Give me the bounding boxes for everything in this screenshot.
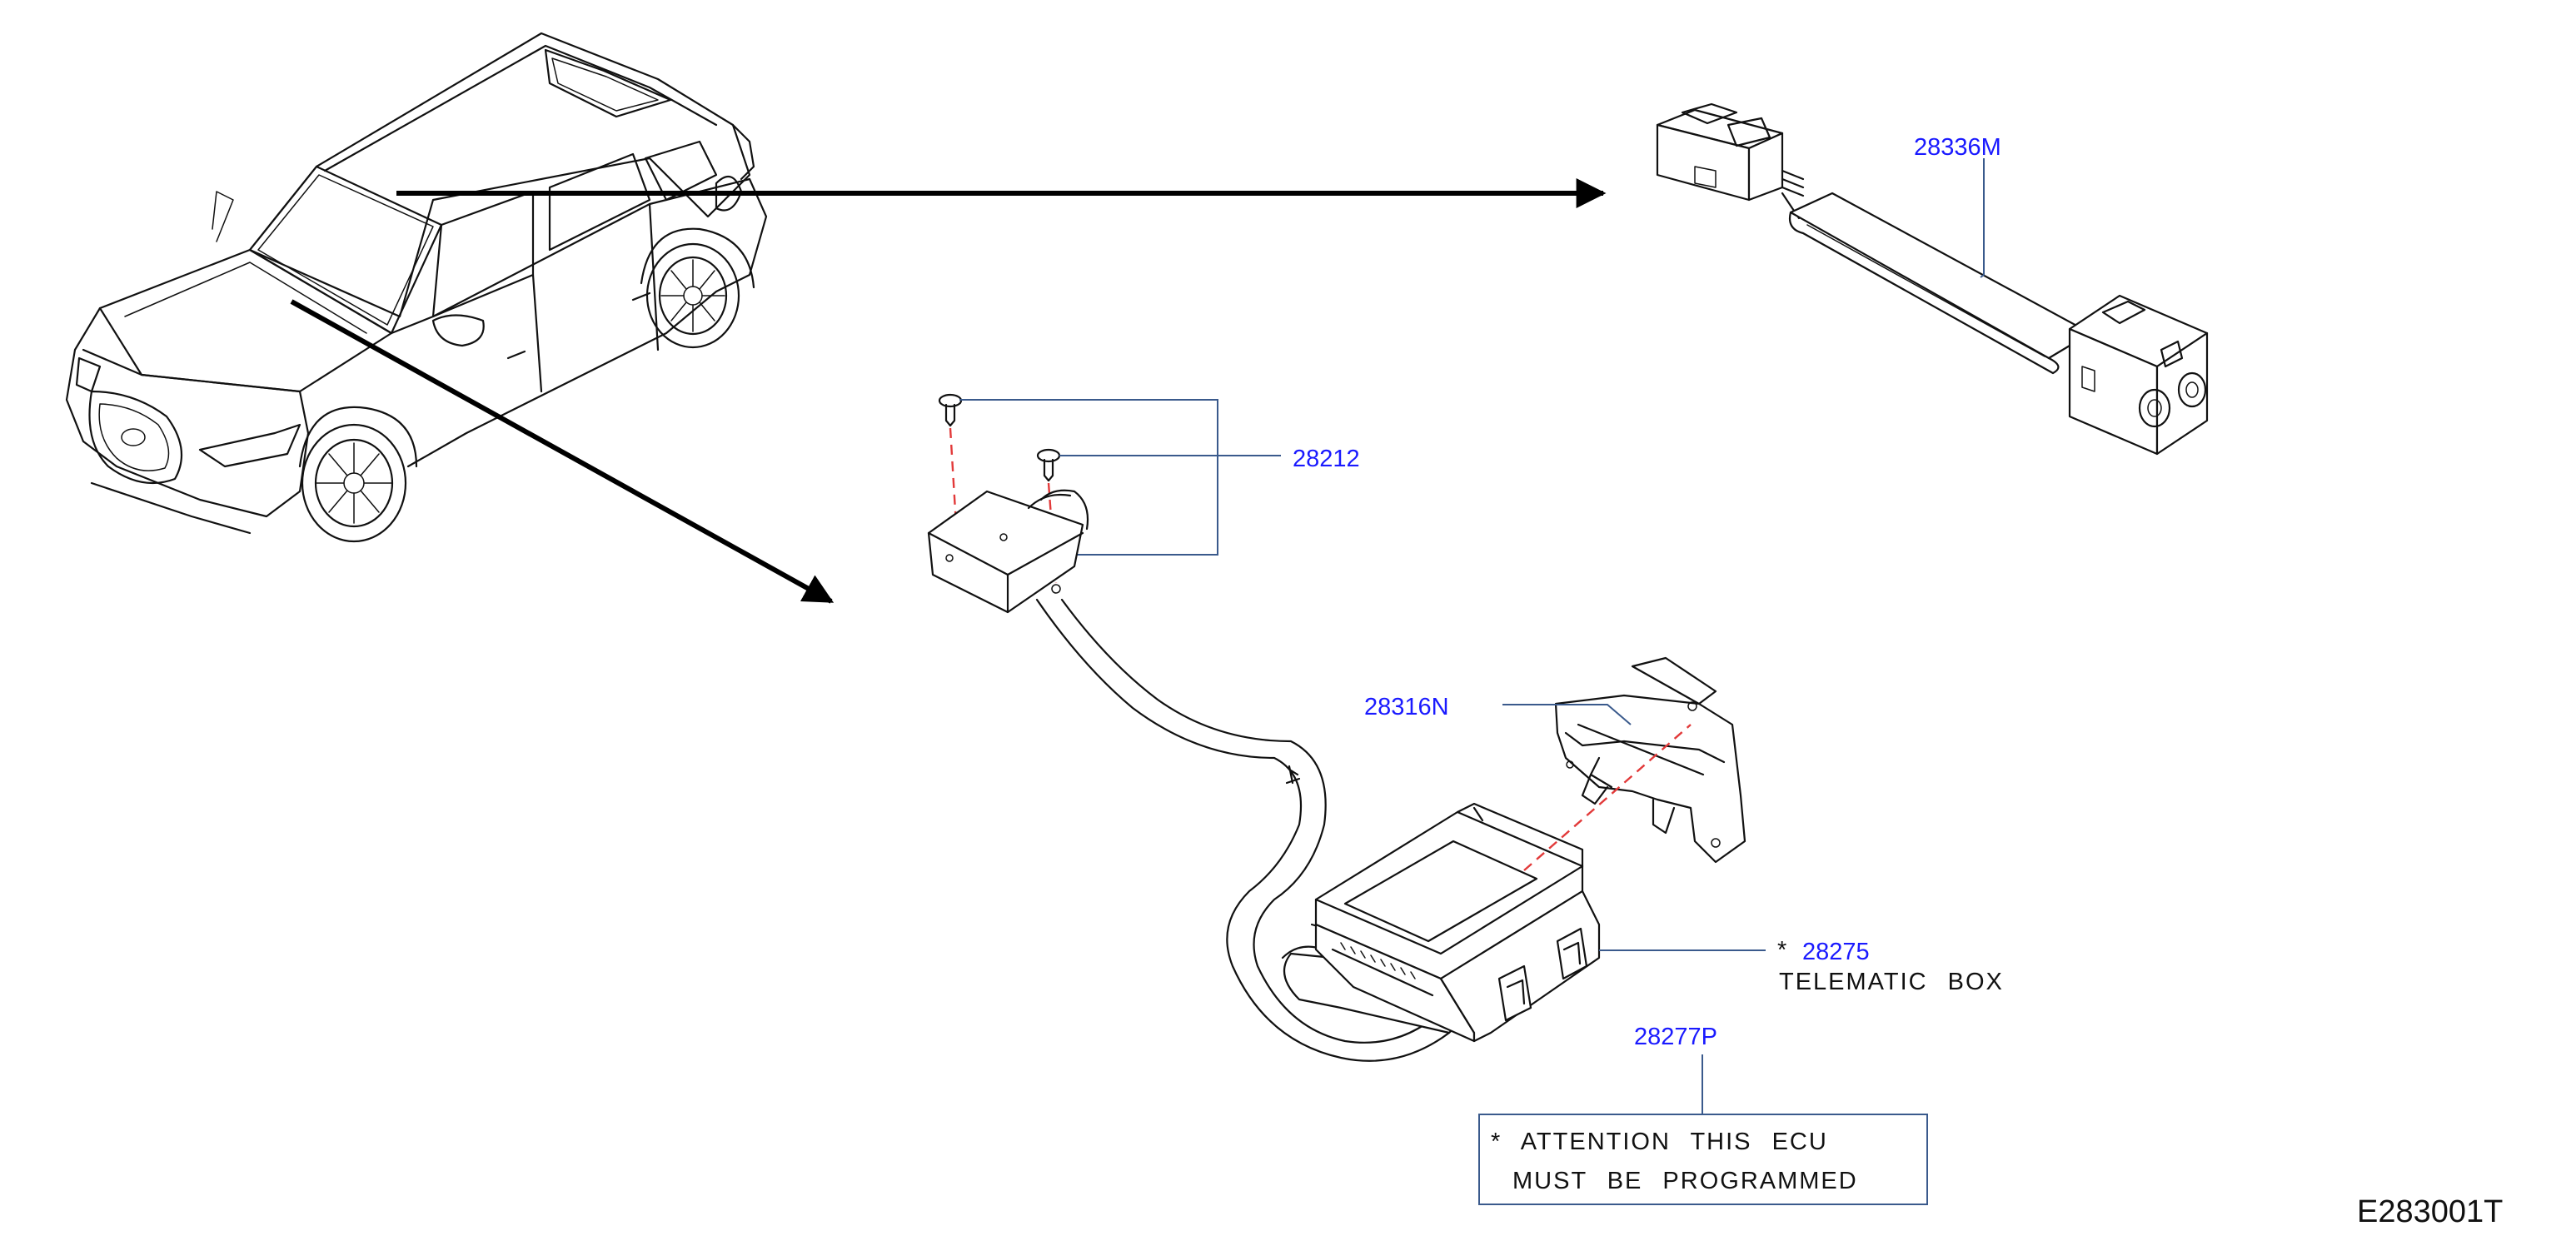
leader-28212 [959, 399, 1218, 556]
telematic-box [1314, 802, 1601, 1043]
screw-1-assembly-line [949, 427, 958, 526]
figure-reference: E283001T [2357, 1194, 2503, 1229]
part-number-28275: 28275 [1802, 939, 1870, 965]
vehicle-illustration [65, 32, 768, 543]
attention-note-line1: * ATTENTION THIS ECU [1491, 1129, 1828, 1155]
part-number-28212: 28212 [1293, 446, 1360, 472]
telematic-box-name: TELEMATIC BOX [1779, 969, 2004, 995]
antenna-bracket [927, 489, 1089, 614]
part-number-28277P: 28277P [1634, 1024, 1717, 1050]
arrow-to-telematic-assembly [290, 299, 835, 604]
attention-note-line2: MUST BE PROGRAMMED [1512, 1168, 1858, 1194]
harness-extension-28336M [1656, 102, 2209, 456]
attention-note-box [1478, 1114, 1928, 1205]
bracket-assembly-line [1523, 724, 1692, 871]
leader-28336M [1980, 158, 1985, 278]
screw-2 [1036, 448, 1061, 482]
part-number-28316N: 28316N [1364, 694, 1449, 720]
part-number-28336M: 28336M [1914, 134, 2001, 161]
screw-1 [938, 393, 963, 427]
bracket-28316N [1554, 656, 1746, 864]
telematic-box-marker: * [1777, 937, 1786, 964]
leader-28316N [1502, 704, 1632, 725]
